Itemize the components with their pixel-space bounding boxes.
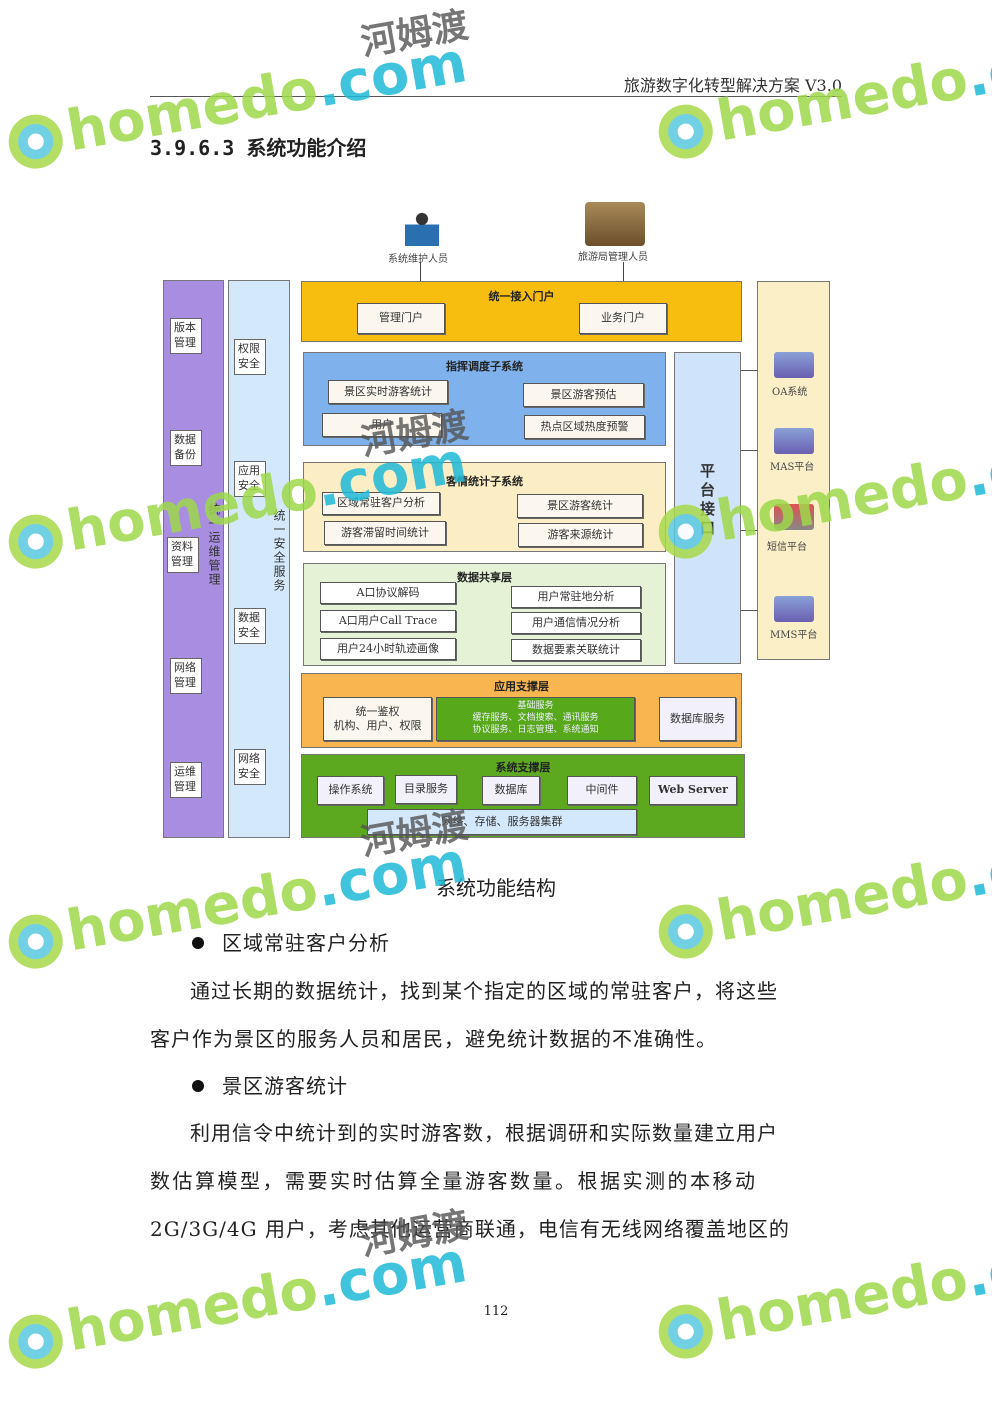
app-support-layer: 应用支撑层 统一鉴权 机构、用户、权限 基础服务 缓存服务、文档搜索、通讯服务 … <box>301 673 742 748</box>
dispatch-item: 景区游客预估 <box>523 383 644 407</box>
figure-caption: 系统功能结构 <box>436 876 556 900</box>
security-column: 权限安全 应用安全 数据安全 网络安全 统一安全服务 <box>228 280 290 838</box>
ops-management-column: 版本管理 数据备份 资料管理 网络管理 运维管理 统一运维管理 <box>163 280 224 838</box>
share-item: 用户常驻地分析 <box>511 586 641 608</box>
header-divider <box>150 96 842 97</box>
security-item: 应用安全 <box>234 461 266 497</box>
system-support-layer: 系统支撑层 操作系统 目录服务 数据库 中间件 Web Server 网络、存储… <box>301 754 745 838</box>
sys-item: 中间件 <box>567 776 637 805</box>
ops-item: 数据备份 <box>170 430 202 466</box>
base-line: 缓存服务、文档搜索、通讯服务 <box>472 713 599 724</box>
sys-item: 目录服务 <box>395 775 457 804</box>
stats-subsystem: 客情统计子系统 区域常驻客户分析 游客滞留时间统计 景区游客统计 游客来源统计 <box>303 462 666 552</box>
ops-column-title: 统一运维管理 <box>207 503 221 587</box>
stats-item: 游客来源统计 <box>518 523 643 547</box>
connector-line <box>741 370 757 371</box>
paragraph-line: 数估算模型，需要实时估算全量游客数量。根据实测的本移动 <box>150 1169 758 1193</box>
maintainer-icon <box>405 210 439 246</box>
connector-line <box>741 610 757 611</box>
share-item: 用户24小时轨迹画像 <box>320 638 456 660</box>
external-label: 短信平台 <box>767 542 807 553</box>
bullet-item: 区域常驻客户分析 <box>150 919 842 967</box>
ops-item: 运维管理 <box>170 762 202 798</box>
server-icon <box>774 428 814 454</box>
dispatch-item: 景区实时游客统计 <box>328 380 448 404</box>
dispatch-subsystem: 指挥调度子系统 景区实时游客统计 用户 景区游客预估 热点区域热度预警 <box>303 352 666 446</box>
document-header-title: 旅游数字化转型解决方案 V3.0 <box>623 76 842 95</box>
auth-box: 统一鉴权 机构、用户、权限 <box>323 697 432 741</box>
dispatch-title: 指挥调度子系统 <box>446 360 523 373</box>
base-title: 基础服务 <box>517 701 554 712</box>
data-share-layer: 数据共享层 A口协议解码 A口用户Call Trace 用户24小时轨迹画像 用… <box>303 563 666 666</box>
bullet-text: 景区游客统计 <box>222 1074 348 1098</box>
flower-icon <box>654 100 717 163</box>
portal-title: 统一接入门户 <box>488 290 555 303</box>
flower-icon <box>4 910 67 973</box>
db-service-box: 数据库服务 <box>659 697 736 741</box>
dispatch-item: 热点区域热度预警 <box>524 415 645 439</box>
share-item: 数据要素关联统计 <box>511 639 641 661</box>
server-icon <box>774 352 814 378</box>
sys-item: Web Server <box>649 776 737 805</box>
share-item: 用户通信情况分析 <box>511 612 641 634</box>
external-label: MAS平台 <box>770 462 815 473</box>
bullet-item: 景区游客统计 <box>150 1062 842 1110</box>
ops-item: 网络管理 <box>170 658 202 694</box>
sms-gateway-icon <box>774 504 814 530</box>
page-number: 112 <box>483 1304 509 1319</box>
connector-line <box>623 262 624 282</box>
stats-item: 景区游客统计 <box>517 494 643 518</box>
section-heading: 3.9.6.3 系统功能介绍 <box>150 136 367 160</box>
actor-label: 旅游局管理人员 <box>578 252 648 263</box>
stats-item: 区域常驻客户分析 <box>322 492 440 515</box>
server-icon <box>774 596 814 622</box>
portal-item: 业务门户 <box>579 303 667 334</box>
stats-item: 游客滞留时间统计 <box>324 521 446 545</box>
flower-icon <box>4 1310 67 1373</box>
share-item: A口用户Call Trace <box>320 610 456 632</box>
flower-icon <box>654 900 717 963</box>
bullet-text: 区域常驻客户分析 <box>222 931 390 955</box>
paragraph-line: 利用信令中统计到的实时游客数，根据调研和实际数量建立用户 <box>190 1121 778 1145</box>
portal-item: 管理门户 <box>357 303 445 334</box>
auth-detail: 机构、用户、权限 <box>333 719 422 732</box>
bullet-icon <box>192 1080 204 1092</box>
security-item: 权限安全 <box>234 339 266 375</box>
ops-item: 资料管理 <box>167 537 199 573</box>
app-title: 应用支撑层 <box>494 680 549 693</box>
security-item: 网络安全 <box>234 749 266 785</box>
paragraph-line: 客户作为景区的服务人员和居民，避免统计数据的不准确性。 <box>150 1027 717 1051</box>
sys-item: 数据库 <box>482 776 540 805</box>
external-label: OA系统 <box>772 387 808 398</box>
dispatch-item: 用户 <box>322 413 442 437</box>
stats-title: 客情统计子系统 <box>446 475 523 488</box>
architecture-diagram: 系统维护人员 旅游局管理人员 版本管理 数据备份 资料管理 网络管理 运维管理 … <box>163 202 830 838</box>
paragraph-line: 2G/3G/4G 用户，考虑其他运营商联通，电信有无线网络覆盖地区的 <box>150 1217 790 1241</box>
flower-icon <box>4 510 67 573</box>
connector-line <box>741 530 757 531</box>
security-item: 数据安全 <box>234 608 266 644</box>
share-title: 数据共享层 <box>457 571 512 584</box>
flower-icon <box>654 1300 717 1363</box>
infra-box: 网络、存储、服务器集群 <box>367 809 637 835</box>
base-services-box: 基础服务 缓存服务、文档搜索、通讯服务 协议服务、日志管理、系统通知 <box>436 697 635 741</box>
portal-layer: 统一接入门户 管理门户 业务门户 <box>301 281 742 342</box>
base-line: 协议服务、日志管理、系统通知 <box>472 724 599 735</box>
connector-line <box>420 262 421 282</box>
external-label: MMS平台 <box>770 630 818 641</box>
sys-item: 操作系统 <box>317 776 384 805</box>
share-item: A口协议解码 <box>320 582 456 604</box>
security-column-title: 统一安全服务 <box>272 509 286 593</box>
ops-item: 版本管理 <box>170 318 202 354</box>
flower-icon <box>654 500 717 563</box>
connector-line <box>741 450 757 451</box>
flower-icon <box>4 110 67 173</box>
actor-label: 系统维护人员 <box>388 254 448 265</box>
bullet-icon <box>192 937 204 949</box>
sys-title: 系统支撑层 <box>495 761 551 774</box>
manager-icon <box>585 202 645 246</box>
auth-title: 统一鉴权 <box>355 704 400 718</box>
external-systems-column: OA系统 MAS平台 短信平台 MMS平台 <box>757 281 830 660</box>
paragraph-line: 通过长期的数据统计，找到某个指定的区域的常驻客户，将这些 <box>190 979 778 1003</box>
